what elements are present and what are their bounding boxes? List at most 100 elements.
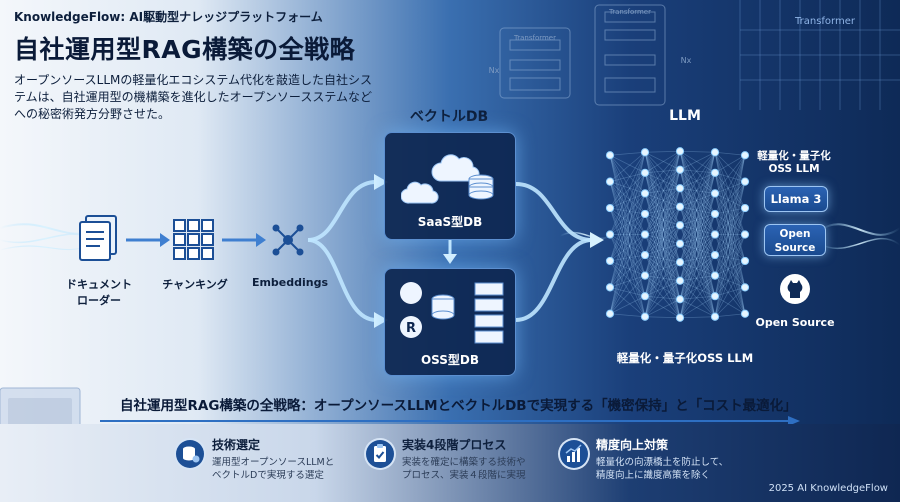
nn-node (740, 309, 750, 318)
nn-edge (714, 152, 746, 209)
merge-arrows (515, 182, 604, 322)
nn-edge (644, 150, 681, 174)
nn-edge (679, 172, 716, 244)
branch-arrows (307, 174, 388, 328)
grid-chunks-icon (173, 219, 214, 260)
nn-edge (644, 206, 681, 256)
nn-edge (609, 152, 646, 209)
nn-node (640, 250, 650, 260)
nn-edge (679, 213, 716, 263)
nn-node (740, 203, 750, 213)
llm-heading: LLM (669, 108, 701, 124)
nn-edge (644, 275, 681, 282)
feature-text-line: 運用型オープンソースLLMと (212, 457, 335, 468)
nn-edge (714, 287, 746, 317)
nn-edge (679, 169, 716, 297)
chip-decoration (0, 387, 81, 437)
nn-edge (644, 234, 681, 245)
saas-db-label: SaaS型DB (417, 215, 483, 229)
nn-node (675, 165, 685, 174)
nn-edge (644, 213, 681, 263)
nn-edge (714, 295, 746, 315)
nn-edge (609, 193, 646, 209)
nn-edge (644, 169, 681, 174)
nn-edge (609, 207, 646, 256)
nn-edge (714, 213, 746, 262)
nn-edge (714, 152, 746, 182)
feature-strip (0, 424, 900, 502)
nn-edge (679, 151, 716, 317)
nn-edge (714, 154, 746, 174)
nn-edge (609, 234, 646, 256)
nn-edge (679, 206, 716, 276)
nn-edge (644, 243, 681, 297)
nn-edge (609, 155, 646, 276)
nn-node (710, 148, 720, 157)
nn-edge (644, 225, 681, 276)
model-chip-llama3: Llama 3 (764, 186, 828, 212)
nn-edge (609, 254, 646, 314)
nn-edge (644, 295, 681, 319)
nn-edge (679, 298, 716, 318)
nn-edge (644, 261, 681, 297)
nn-edge (609, 234, 646, 276)
nn-edge (679, 172, 716, 189)
nn-edge (644, 169, 681, 317)
feature-tech-selection: 技術選定 運用型オープンソースLLMと ベクトルDで実現する選定 (212, 436, 362, 482)
nn-edge (609, 155, 646, 317)
nn-edge (714, 172, 746, 288)
nn-edge (609, 154, 646, 174)
nn-edge (714, 260, 746, 276)
nn-edge (609, 155, 646, 215)
nn-edge (679, 187, 716, 215)
nn-edge (714, 234, 746, 276)
nn-edge (714, 155, 746, 215)
nn-edge (644, 234, 681, 300)
nn-edge (609, 181, 646, 194)
nn-edge (609, 172, 646, 262)
nn-node (675, 239, 685, 248)
nn-edge (714, 172, 746, 262)
nn-edge (644, 172, 681, 226)
open-source-label: Open Source (755, 316, 835, 329)
nn-edge (679, 275, 716, 300)
feature-title: 実装4段階プロセス (402, 438, 507, 452)
nn-edge (679, 152, 716, 281)
nn-edge (714, 181, 746, 256)
models-heading-line: 軽量化・量子化 (757, 150, 831, 162)
nn-edge (714, 213, 746, 288)
nn-edge (644, 280, 681, 297)
bg-transformer-label: Transformer (794, 16, 855, 27)
nn-edge (679, 225, 716, 297)
nn-edge (609, 172, 646, 209)
nn-edge (644, 152, 681, 263)
nn-edge (644, 150, 681, 153)
nn-edge (679, 206, 716, 215)
nn-node (640, 271, 650, 280)
nn-edge (679, 275, 716, 318)
nn-edge (644, 261, 681, 276)
nn-node (605, 283, 615, 292)
nn-edge (644, 172, 681, 244)
nn-edge (714, 181, 746, 194)
nn-node (740, 151, 750, 160)
nn-edge (714, 275, 746, 315)
nn-node (675, 221, 685, 230)
nn-edge (644, 193, 681, 300)
nn-edge (679, 152, 716, 300)
llm-caption: 軽量化・量子化OSS LLM (616, 351, 754, 365)
nn-node (710, 271, 720, 280)
nn-edge (609, 193, 646, 262)
nn-edge (609, 152, 646, 262)
nn-edge (679, 295, 716, 319)
nn-edge (679, 206, 716, 317)
nn-edge (644, 213, 681, 226)
nn-edge (714, 155, 746, 276)
nn-edge (644, 172, 681, 281)
nn-edge (714, 234, 746, 262)
nn-edge (679, 152, 716, 244)
nn-edge (644, 280, 681, 317)
nn-edge (714, 207, 746, 235)
nn-edge (609, 172, 646, 235)
feature-title: 精度向上対策 (596, 438, 669, 452)
